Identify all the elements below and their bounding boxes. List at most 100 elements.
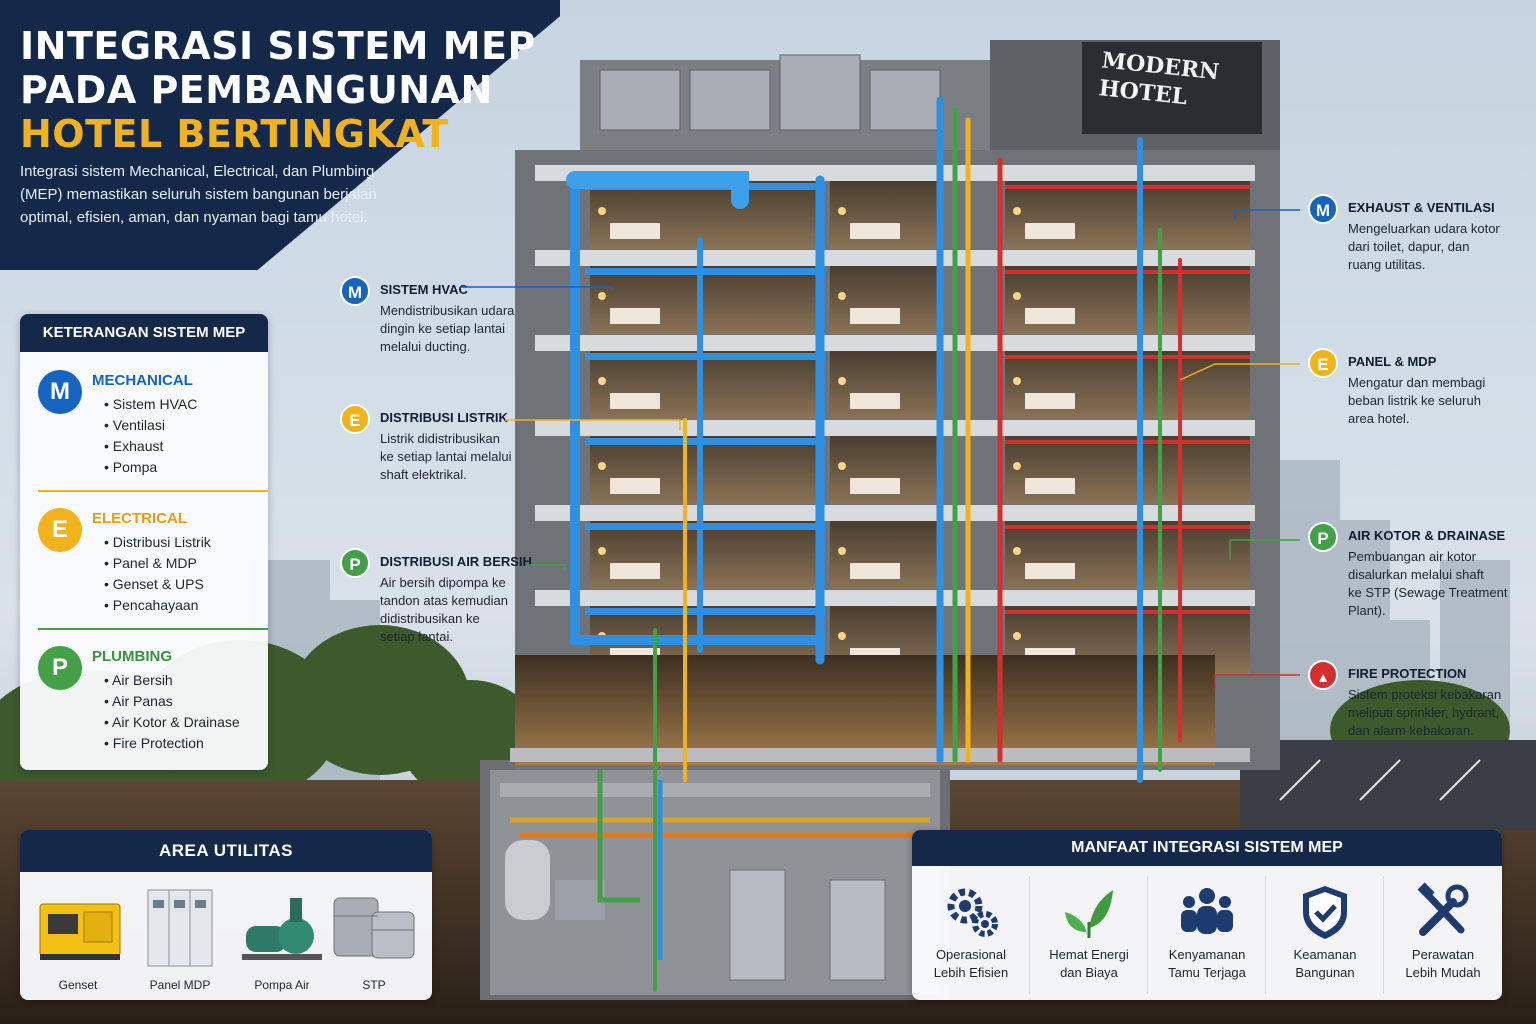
air-kotor-title: AIR KOTOR & DRAINASE [1348,528,1506,543]
lobby-slab [510,748,1250,762]
exhaust-desc: Mengeluarkan udara kotor dari toilet, da… [1348,220,1500,274]
util-label: STP [362,978,386,992]
util-panel-mdp: Panel MDP [132,878,228,996]
page-title: INTEGRASI SISTEM MEP PADA PEMBANGUNAN HO… [20,24,540,156]
floor-slab [535,420,1255,436]
list-item: Panel & MDP [104,553,211,574]
title-line-3: HOTEL BERTINGKAT [20,112,449,156]
tools-icon [1417,882,1469,936]
title-line-1: INTEGRASI SISTEM MEP [20,24,536,68]
parking-lot [1240,740,1536,830]
plumbing-badge: P [38,646,82,690]
panel-desc: Mengatur dan membagi beban listrik ke se… [1348,374,1485,428]
lamp [598,292,606,300]
list-item: Air Panas [104,691,240,712]
fire-desc: Sistem proteksi kebakaran meliputi sprin… [1348,686,1501,740]
label-line: Bangunan [1295,965,1355,980]
title-line-2: PADA PEMBANGUNAN [20,68,493,112]
leaf-icon [1065,890,1113,938]
benefit-perawatan: Perawatan Lebih Mudah [1384,876,1502,994]
desc-line: Mengeluarkan udara kotor [1348,221,1500,236]
pump-icon [242,898,322,960]
benefit-label: Kenyamanan Tamu Terjaga [1152,946,1262,982]
list-item: Fire Protection [104,733,240,754]
bed [1025,308,1075,324]
benefit-label: Keamanan Bangunan [1270,946,1380,982]
callout-fire-protection: ▲ FIRE PROTECTION Sistem proteksi kebaka… [1308,660,1530,750]
lamp [598,462,606,470]
lobby-restaurant [515,655,1215,765]
hvac-duct [585,608,825,615]
utilitas-heading: AREA UTILITAS [20,830,432,872]
label-line: Tamu Terjaga [1168,965,1246,980]
lamp [838,462,846,470]
hvac-duct [585,268,825,275]
label-line: dan Biaya [1060,965,1118,980]
air-bersih-desc: Air bersih dipompa ke tandon atas kemudi… [380,574,508,646]
title-description: Integrasi sistem Mechanical, Electrical,… [20,163,377,226]
fire-icon: ▲ [1308,660,1338,690]
exhaust-badge: M [1308,194,1338,224]
desc-line: tandon atas kemudian [380,593,508,608]
leader-listrik [505,419,681,430]
shield-check-icon [1303,886,1347,939]
bed [850,478,900,494]
bed [610,563,660,579]
label-line: Kenyamanan [1168,947,1246,962]
desc-line: Mendistribusikan udara [380,303,515,318]
leader-air-bersih [527,564,566,570]
lamp [1013,292,1021,300]
desc-line: ruang utilitas. [1348,257,1426,272]
list-item: Pencahayaan [104,595,211,616]
lamp [1013,462,1021,470]
leader-fire [1214,674,1300,690]
legend-heading: KETERANGAN SISTEM MEP [20,314,268,352]
area-utilitas-panel: AREA UTILITAS Genset Panel MDP Pompa Air [20,830,432,1000]
floor-slab [535,250,1255,266]
desc-line: melalui ducting. [380,339,471,354]
bed [610,478,660,494]
bed [610,393,660,409]
desc-line: dan alarm kebakaran. [1348,723,1474,738]
floor-slab [535,335,1255,351]
hvac-duct [585,353,825,360]
list-item: Air Bersih [104,670,240,691]
benefit-keamanan: Keamanan Bangunan [1266,876,1384,994]
desc-line: ke setiap lantai melalui [380,449,512,464]
legend-divider [38,628,268,630]
desc-line: ke STP (Sewage Treatment [1348,585,1508,600]
manfaat-heading: MANFAAT INTEGRASI SISTEM MEP [912,830,1502,866]
util-pompa-air: Pompa Air [234,878,330,996]
air-kotor-badge: P [1308,522,1338,552]
util-genset: Genset [30,878,126,996]
mep-risers [566,96,1182,992]
people-icon [1181,888,1233,934]
benefit-efisien: Operasional Lebih Efisien [912,876,1030,994]
benefit-label: Hemat Energi dan Biaya [1034,946,1144,982]
callout-distribusi-listrik: E DISTRIBUSI LISTRIK Listrik didistribus… [340,404,530,494]
sprinkler-pipe [1005,610,1250,614]
benefit-label: Operasional Lebih Efisien [916,946,1026,982]
callout-air-kotor: P AIR KOTOR & DRAINASE Pembuangan air ko… [1308,522,1530,632]
electrical-list: Distribusi Listrik Panel & MDP Genset & … [104,532,211,616]
util-label: Pompa Air [254,978,310,992]
hvac-desc: Mendistribusikan udara dingin ke setiap … [380,302,514,356]
lamp [838,292,846,300]
lamp [598,377,606,385]
lamp [838,377,846,385]
desc-line: area hotel. [1348,411,1410,426]
sign-board [1082,42,1262,134]
electrical-badge: E [38,508,82,552]
sprinkler-pipe [1005,525,1250,529]
electrical-label: ELECTRICAL [92,510,187,527]
listrik-title: DISTRIBUSI LISTRIK [380,410,508,425]
bed [850,393,900,409]
desc-line: dari toilet, dapur, dan [1348,239,1470,254]
lamp [1013,632,1021,640]
desc-line: shaft elektrikal. [380,467,467,482]
hvac-duct [585,523,825,530]
desc-line: disalurkan melalui shaft [1348,567,1484,582]
bed [1025,478,1075,494]
bed [850,223,900,239]
exhaust-title: EXHAUST & VENTILASI [1348,200,1495,215]
